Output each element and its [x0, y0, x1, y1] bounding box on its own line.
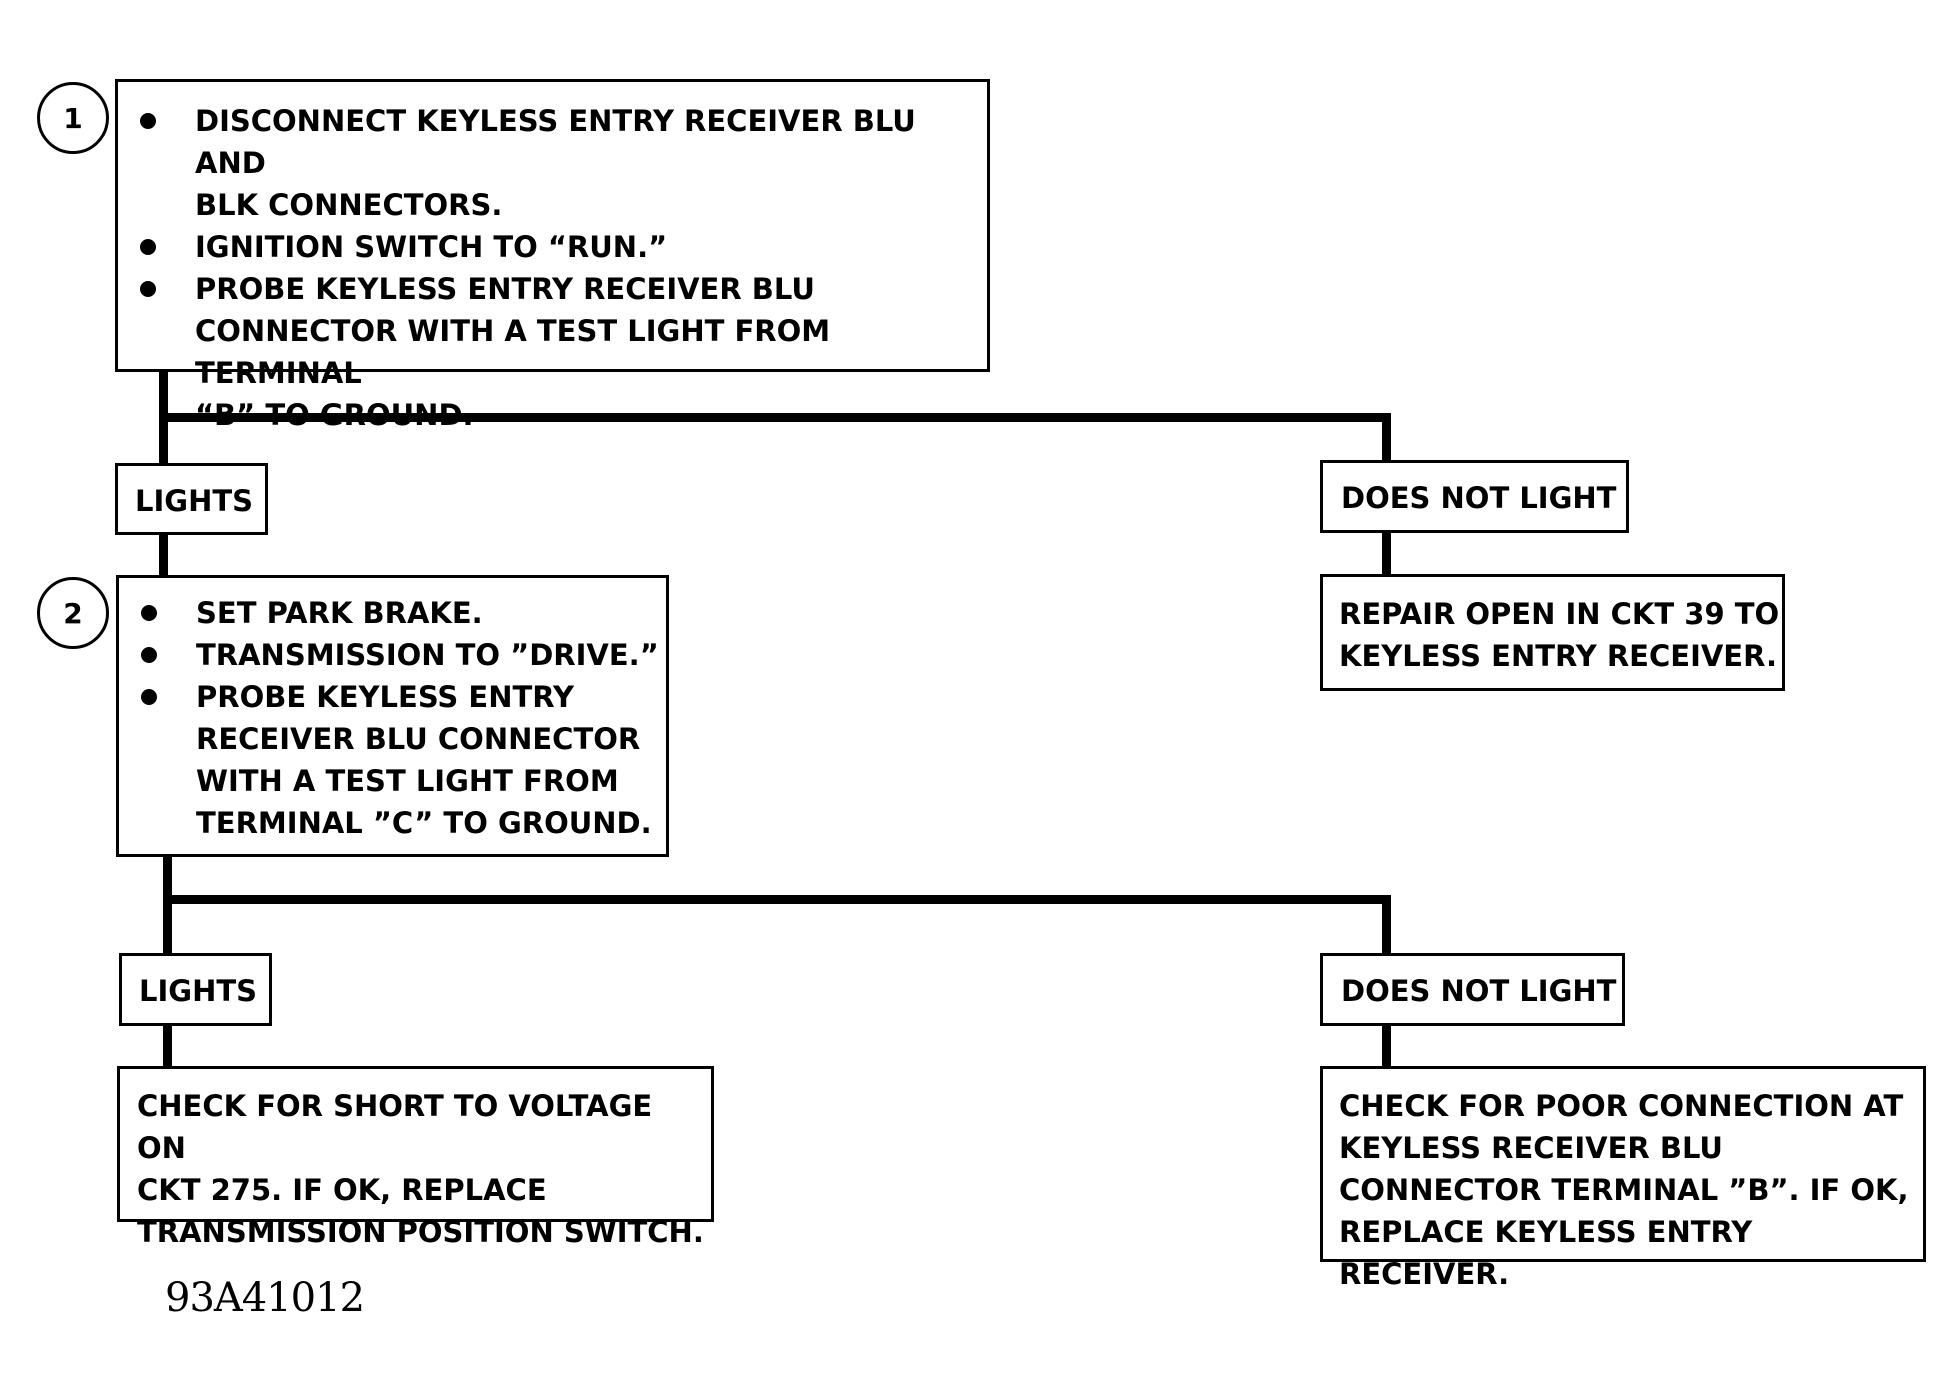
step-1-instructions: DISCONNECT KEYLESS ENTRY RECEIVER BLU AN… [140, 100, 987, 436]
bullet-icon [141, 689, 157, 705]
connector-branch1-horizontal [159, 413, 1391, 422]
connector-step2-down [163, 855, 172, 956]
branch-1-lights-label: LIGHTS [135, 484, 254, 518]
branch-1-lights-box: LIGHTS [115, 463, 268, 535]
branch-1-repair-text: REPAIR OPEN IN CKT 39 TO KEYLESS ENTRY R… [1339, 597, 1780, 673]
connector-dnl1-to-result [1382, 532, 1391, 576]
step-2-number-circle: 2 [37, 577, 109, 649]
step-2-instructions: SET PARK BRAKE. TRANSMISSION TO ”DRIVE.”… [141, 592, 659, 844]
connector-branch2-right-down [1382, 895, 1391, 953]
step-2-instruction-2: TRANSMISSION TO ”DRIVE.” [141, 634, 659, 676]
branch-2-does-not-light-result-text: CHECK FOR POOR CONNECTION AT KEYLESS REC… [1339, 1089, 1909, 1291]
branch-2-does-not-light-box: DOES NOT LIGHT [1320, 953, 1625, 1026]
figure-id: 93A41012 [165, 1275, 365, 1321]
bullet-icon [140, 281, 156, 297]
branch-2-lights-result-text: CHECK FOR SHORT TO VOLTAGE ON CKT 275. I… [137, 1089, 704, 1249]
step-2-instruction-3: PROBE KEYLESS ENTRY RECEIVER BLU CONNECT… [141, 676, 659, 844]
connector-branch2-horizontal [163, 895, 1391, 904]
step-2-instruction-1: SET PARK BRAKE. [141, 592, 659, 634]
branch-1-repair-box: REPAIR OPEN IN CKT 39 TO KEYLESS ENTRY R… [1320, 574, 1785, 691]
step-1-instruction-1: DISCONNECT KEYLESS ENTRY RECEIVER BLU AN… [140, 100, 987, 226]
step-1-instruction-3: PROBE KEYLESS ENTRY RECEIVER BLU CONNECT… [140, 268, 987, 436]
bullet-icon [140, 239, 156, 255]
connector-branch1-right-down [1382, 413, 1391, 460]
step-1-box: DISCONNECT KEYLESS ENTRY RECEIVER BLU AN… [115, 79, 990, 432]
step-1-number-circle: 1 [37, 82, 109, 154]
step-2-number: 2 [63, 596, 83, 630]
bullet-icon [141, 605, 157, 621]
branch-1-does-not-light-box: DOES NOT LIGHT [1320, 460, 1629, 533]
connector-lights2-to-result [163, 1023, 172, 1068]
branch-1-does-not-light-label: DOES NOT LIGHT [1341, 481, 1617, 515]
step-1-number: 1 [63, 101, 83, 135]
connector-dnl2-to-result [1382, 1023, 1391, 1068]
branch-2-lights-result-box: CHECK FOR SHORT TO VOLTAGE ON CKT 275. I… [117, 1066, 714, 1249]
step-1-instruction-2: IGNITION SWITCH TO “RUN.” [140, 226, 987, 268]
bullet-icon [141, 647, 157, 663]
branch-2-does-not-light-result-box: CHECK FOR POOR CONNECTION AT KEYLESS REC… [1320, 1066, 1926, 1291]
bullet-icon [140, 113, 156, 129]
step-2-box: SET PARK BRAKE. TRANSMISSION TO ”DRIVE.”… [116, 575, 669, 857]
connector-lights1-to-step2 [159, 533, 168, 578]
branch-2-lights-box: LIGHTS [119, 953, 272, 1026]
branch-2-does-not-light-label: DOES NOT LIGHT [1341, 974, 1617, 1008]
branch-2-lights-label: LIGHTS [139, 974, 258, 1008]
